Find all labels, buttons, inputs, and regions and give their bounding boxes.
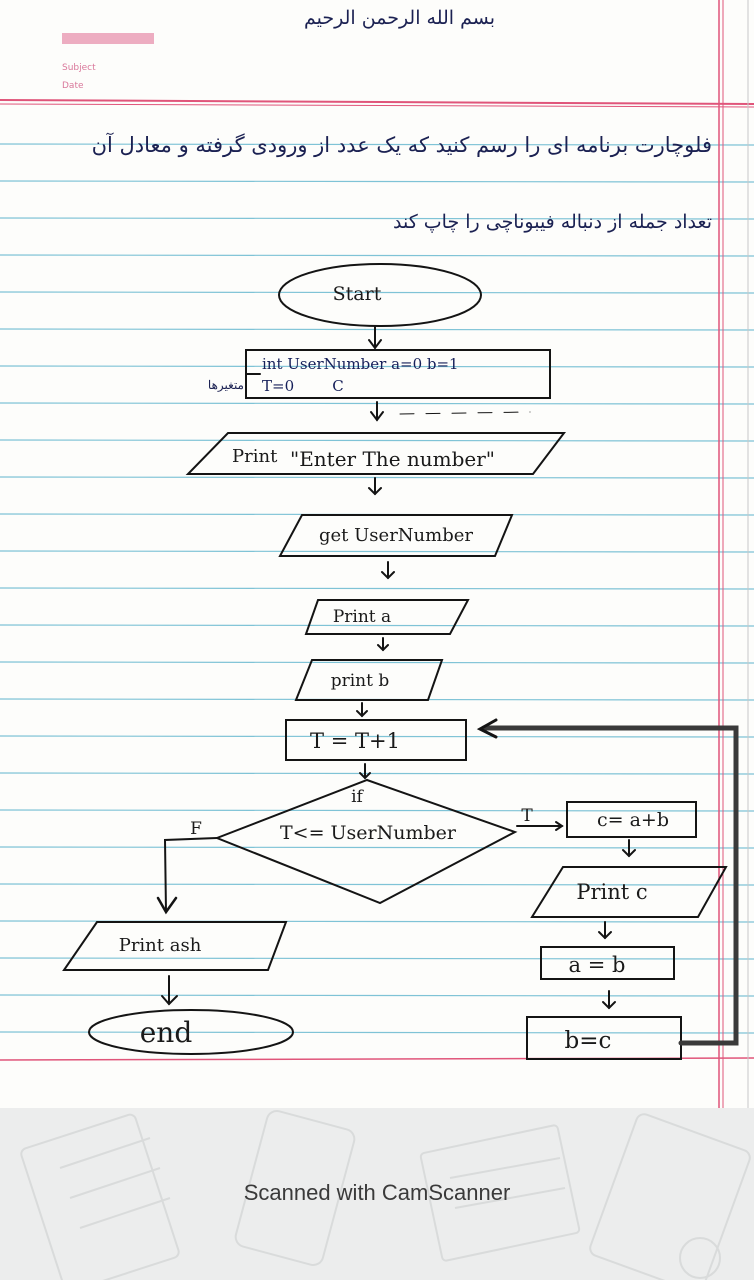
get-input-io (278, 514, 514, 557)
notebook-label-subject: Subject (62, 63, 96, 73)
ruled-line (0, 661, 754, 664)
if-label: if (351, 787, 364, 807)
arrow-head (602, 1001, 616, 1010)
arrow-head (555, 821, 564, 831)
top-margin-line (0, 99, 754, 105)
print-prompt-keyword: Print (232, 446, 278, 467)
ruled-lines (0, 143, 754, 1034)
scanned-notebook-page: Subject Date بسم الله الرحمن الرحیم فلوچ… (0, 0, 754, 1108)
true-label: T (521, 806, 533, 826)
increment-label: T = T+1 (310, 729, 400, 753)
assign-a-label: a = b (569, 953, 626, 977)
pencil-trace (399, 411, 531, 415)
top-margin-line-2 (0, 103, 754, 108)
print-a-io (304, 599, 470, 635)
print-a-label: Print a (333, 607, 391, 627)
ruled-line (0, 624, 754, 627)
bismillah-heading: بسم الله الرحمن الرحیم (304, 7, 495, 29)
arrow-head (368, 339, 382, 350)
arrow-head (359, 772, 371, 780)
ruled-line (0, 587, 754, 590)
ruled-line (0, 328, 754, 331)
print-c-label: Print c (576, 880, 647, 904)
condition-decision (214, 778, 518, 905)
arrow-head (377, 644, 389, 652)
ruled-line (0, 957, 754, 960)
print-c-io (530, 866, 728, 918)
arrow-head (476, 718, 498, 739)
declare-note: متغیرها (208, 378, 244, 392)
ruled-line (0, 735, 754, 738)
print-end-io (62, 921, 288, 971)
notebook-label-date: Date (62, 81, 84, 91)
ruled-line (0, 809, 754, 812)
ruled-line (0, 180, 754, 183)
arrow-head (370, 411, 384, 422)
false-label: F (190, 819, 202, 839)
scanner-footer (0, 1108, 754, 1280)
sum-box (566, 801, 697, 838)
sum-label: c= a+b (597, 809, 669, 831)
print-b-io (294, 659, 444, 701)
loop-back-line (481, 725, 739, 1046)
assign-b-label: b=c (565, 1028, 612, 1054)
ruled-line (0, 291, 754, 294)
print-b-label: print b (331, 671, 390, 691)
ruled-line (0, 994, 754, 997)
arrow-head (622, 849, 636, 858)
increment-box (285, 719, 467, 761)
arrow-head (368, 487, 382, 496)
notebook-stamp (62, 33, 154, 44)
start-terminal (278, 263, 482, 327)
ruled-line (0, 365, 754, 368)
arrow-head (161, 995, 178, 1006)
ruled-line (0, 217, 754, 220)
page-background: Subject Date بسم الله الرحمن الرحیم فلوچ… (0, 0, 754, 1108)
ruled-line (0, 439, 754, 442)
ruled-line (0, 550, 754, 553)
arrow-head (598, 931, 612, 940)
arrow-head (356, 710, 368, 718)
condition-label: T<= UserNumber (280, 822, 457, 844)
print-prompt-text: "Enter The number" (290, 447, 495, 471)
get-input-label: get UserNumber (319, 525, 473, 546)
ruled-line (0, 846, 754, 849)
end-terminal (88, 1009, 294, 1055)
ruled-line (0, 143, 754, 146)
print-end-label: Print ash (119, 935, 202, 956)
ruled-line (0, 883, 754, 886)
assign-a-box (540, 946, 675, 980)
end-label: end (140, 1016, 193, 1049)
ruled-line (0, 1031, 754, 1034)
arrow-head (156, 896, 178, 915)
ruled-line (0, 476, 754, 479)
print-prompt-io (185, 432, 567, 475)
start-label: Start (333, 283, 382, 305)
question-line-2: تعداد جمله از دنباله فیبوناچی را چاپ کند (393, 211, 712, 233)
footer-pattern (20, 1109, 751, 1280)
assign-b-box (526, 1016, 682, 1060)
declare-line-2: T=0 C (262, 377, 344, 395)
arrow-head (381, 571, 395, 580)
question-line-1: فلوچارت برنامه ای را رسم کنید که یک عدد … (92, 131, 712, 158)
ruled-line (0, 772, 754, 775)
camscanner-watermark: Scanned with CamScanner (243, 1180, 511, 1205)
false-branch-line (163, 837, 218, 913)
ruled-line (0, 254, 754, 257)
declare-line-1: int UserNumber a=0 b=1 (262, 355, 459, 373)
